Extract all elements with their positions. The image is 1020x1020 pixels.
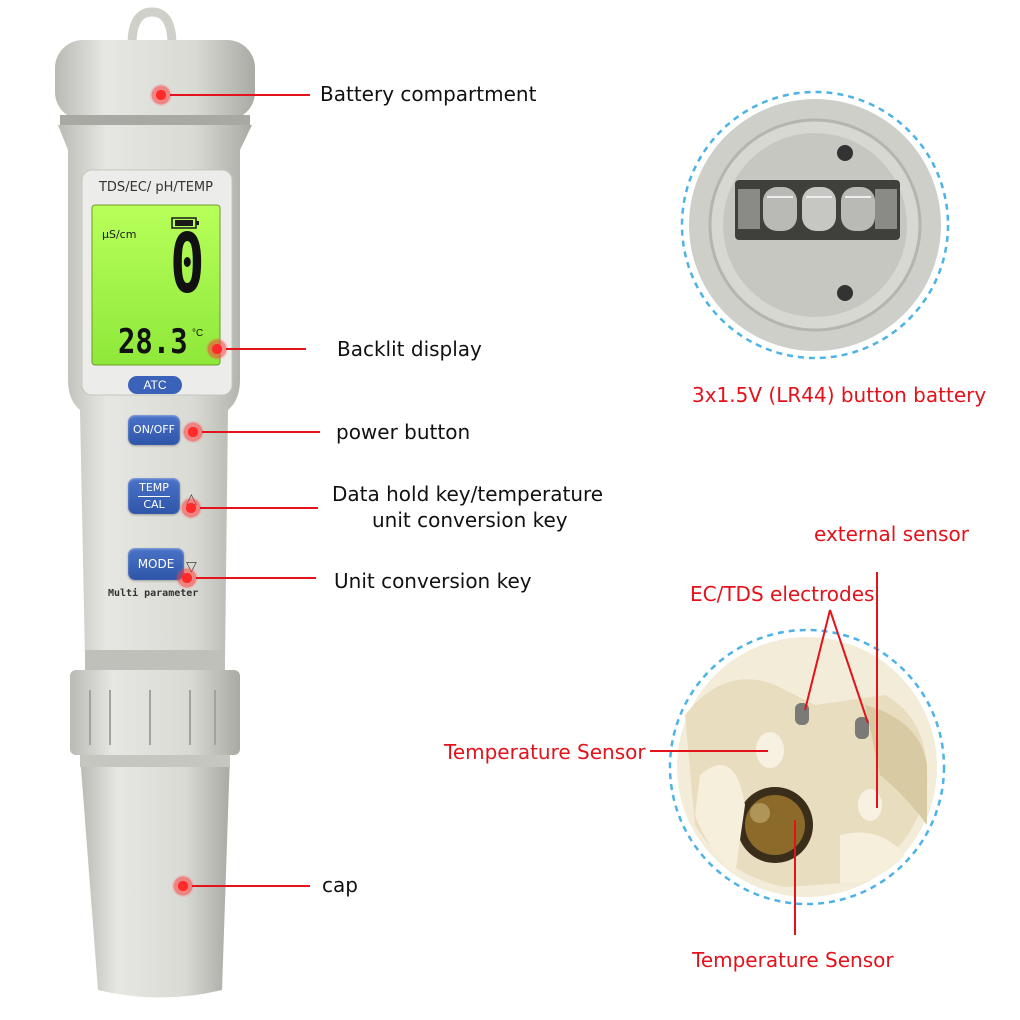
cap-shape	[80, 755, 230, 998]
lcd-temp-reading: 28.3	[118, 322, 188, 362]
battery-caption: 3x1.5V (LR44) button battery	[692, 383, 987, 407]
multi-parameter-label: Multi parameter	[108, 588, 199, 599]
data-hold-label-line2: unit conversion key	[372, 508, 568, 532]
sensor-inset-photo	[668, 628, 946, 906]
atc-badge: ATC	[128, 376, 182, 394]
lcd-unit: µS/cm	[102, 228, 137, 241]
temperature-sensor-left-line	[650, 750, 768, 752]
temperature-sensor-bottom-line	[794, 820, 796, 935]
external-sensor-line	[876, 572, 878, 808]
external-sensor-label: external sensor	[814, 522, 969, 546]
cap-label: cap	[322, 873, 358, 897]
unit-conversion-callout-dot	[176, 567, 198, 589]
cap-callout-line	[192, 885, 310, 887]
ec-tds-electrodes-label: EC/TDS electrodes	[690, 582, 875, 606]
power-callout-dot	[182, 421, 204, 443]
data-hold-callout-line	[200, 507, 318, 509]
unit-conversion-label: Unit conversion key	[334, 569, 532, 593]
temperature-sensor-left-label: Temperature Sensor	[444, 740, 646, 764]
backlit-display-label: Backlit display	[337, 337, 482, 361]
unit-conversion-callout-line	[196, 577, 316, 579]
power-button-label: power button	[336, 420, 471, 444]
power-callout-line	[202, 431, 320, 433]
display-callout-dot	[206, 338, 228, 360]
battery-cap-shape	[55, 40, 255, 120]
model-label: TDS/EC/ pH/TEMP	[98, 180, 213, 195]
on-off-button[interactable]: ON/OFF	[128, 415, 180, 445]
battery-inset-photo	[680, 90, 950, 360]
temp-label: TEMP	[138, 480, 170, 497]
temp-cal-button[interactable]: TEMP CAL	[128, 478, 180, 514]
battery-callout-dot	[150, 84, 172, 106]
mode-button[interactable]: MODE	[128, 548, 184, 580]
cap-callout-dot	[172, 875, 194, 897]
lcd-screen	[91, 204, 221, 366]
down-arrow-icon: ▽	[186, 558, 197, 574]
temperature-sensor-bottom-label: Temperature Sensor	[692, 948, 894, 972]
lcd-temp-unit: °C	[192, 328, 204, 339]
cal-label: CAL	[143, 498, 165, 511]
data-hold-label-line1: Data hold key/temperature	[332, 482, 604, 506]
cap-collar	[70, 670, 240, 755]
data-hold-callout-dot	[180, 497, 202, 519]
ec-tds-pointer-lines	[804, 609, 869, 724]
display-callout-line	[226, 348, 306, 350]
battery-compartment-label: Battery compartment	[320, 82, 537, 106]
hanging-loop	[127, 7, 177, 46]
lcd-main-reading: 0	[170, 217, 205, 312]
battery-callout-line	[170, 94, 310, 96]
